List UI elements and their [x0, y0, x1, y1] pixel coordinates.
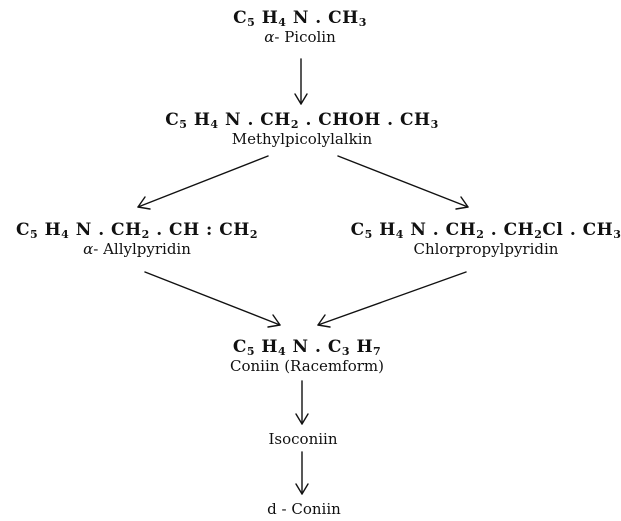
formula-part: N . CH: [218, 110, 291, 130]
label-coniin-racemform: Coniin (Racemform): [230, 357, 384, 375]
arrow-coniin-to-isoconiin: [295, 380, 309, 425]
label-isoconiin: Isoconiin: [268, 430, 338, 448]
label-chlorpropylpyridin: Chlorpropylpyridin: [413, 240, 559, 258]
formula-part: . CH : CH: [149, 220, 250, 240]
formula-part: N . CH: [69, 220, 142, 240]
formula-part: H: [372, 220, 396, 240]
formula-part: 2: [249, 228, 259, 241]
formula-part: 4: [61, 228, 70, 241]
formula-part: N . C: [286, 337, 342, 357]
formula-part: 2: [141, 228, 150, 241]
alpha-prefix: α: [264, 28, 275, 46]
formula-part: H: [187, 110, 211, 130]
label-allylpyridin: α- Allylpyridin: [83, 240, 191, 258]
formula-part: N . CH: [403, 220, 477, 240]
label-methylpicolylalkin: Methylpicolylalkin: [231, 130, 373, 148]
node-methylpicolylalkin: C5 H4 N . CH2 . CHOH . CH3 Methylpicolyl…: [165, 110, 439, 149]
formula-part: . CH: [484, 220, 535, 240]
formula-part: 3: [613, 228, 621, 241]
node-allylpyridin: C5 H4 N . CH2 . CH : CH2 α- Allylpyridin: [16, 220, 258, 259]
formula-part: 5: [247, 16, 256, 29]
formula-part: 4: [278, 16, 287, 29]
formula-part: 3: [358, 16, 367, 29]
node-coniin-racemform: C5 H4 N . C3 H7 Coniin (Racemform): [230, 337, 384, 376]
formula-part: C: [15, 220, 31, 240]
formula-part: 4: [395, 228, 404, 241]
formula-part: 3: [430, 118, 439, 131]
node-picolin: C5 H4 N . CH3 α- Picolin: [233, 8, 367, 47]
formula-part: 2: [476, 228, 485, 241]
formula-part: 4: [210, 118, 219, 131]
formula-part: 7: [373, 345, 382, 358]
node-chlorpropylpyridin: C5 H4 N . CH2 . CH2Cl . CH3 Chlorpropylp…: [351, 220, 621, 259]
formula-part: H: [38, 220, 62, 240]
formula-part: 5: [30, 228, 39, 241]
label-picolin: α- Picolin: [264, 28, 336, 46]
formula-part: . CHOH . CH: [299, 110, 431, 130]
formula-part: 5: [246, 345, 255, 358]
formula-part: N . CH: [286, 8, 359, 28]
arrow-methylpicolylalkin-to-allylpyridin: [137, 155, 269, 210]
formula-part: Cl . CH: [542, 220, 614, 240]
alpha-prefix: α: [83, 240, 94, 258]
formula-part: C: [232, 337, 247, 357]
arrow-allylpyridin-to-coniin: [144, 271, 281, 328]
node-isoconiin: Isoconiin: [268, 430, 337, 449]
formula-part: 3: [341, 345, 351, 358]
formula-methylpicolylalkin: C5 H4 N . CH2 . CHOH . CH3: [165, 110, 439, 130]
formula-part: 2: [534, 228, 543, 241]
node-d-coniin: d - Coniin: [267, 500, 341, 519]
formula-part: C: [350, 220, 365, 240]
formula-part: 5: [364, 228, 373, 241]
formula-part: 2: [290, 118, 300, 131]
formula-allylpyridin: C5 H4 N . CH2 . CH : CH2: [16, 220, 258, 240]
formula-picolin: C5 H4 N . CH3: [233, 8, 367, 28]
formula-part: C: [165, 110, 180, 130]
arrow-methylpicolylalkin-to-chlorpropylpyridin: [337, 155, 469, 210]
formula-part: H: [350, 337, 374, 357]
arrow-chlorpropylpyridin-to-coniin: [317, 271, 467, 328]
arrow-isoconiin-to-d-coniin: [295, 451, 309, 495]
arrow-picolin-to-methylpicolylalkin: [294, 58, 308, 105]
formula-part: C: [233, 8, 248, 28]
formula-part: 5: [179, 118, 188, 131]
formula-part: H: [255, 337, 278, 357]
formula-part: H: [255, 8, 279, 28]
formula-coniin: C5 H4 N . C3 H7: [230, 337, 384, 357]
formula-chlorpropylpyridin: C5 H4 N . CH2 . CH2Cl . CH3: [351, 220, 621, 240]
formula-part: 4: [277, 345, 287, 358]
label-d-coniin: d - Coniin: [267, 500, 341, 518]
